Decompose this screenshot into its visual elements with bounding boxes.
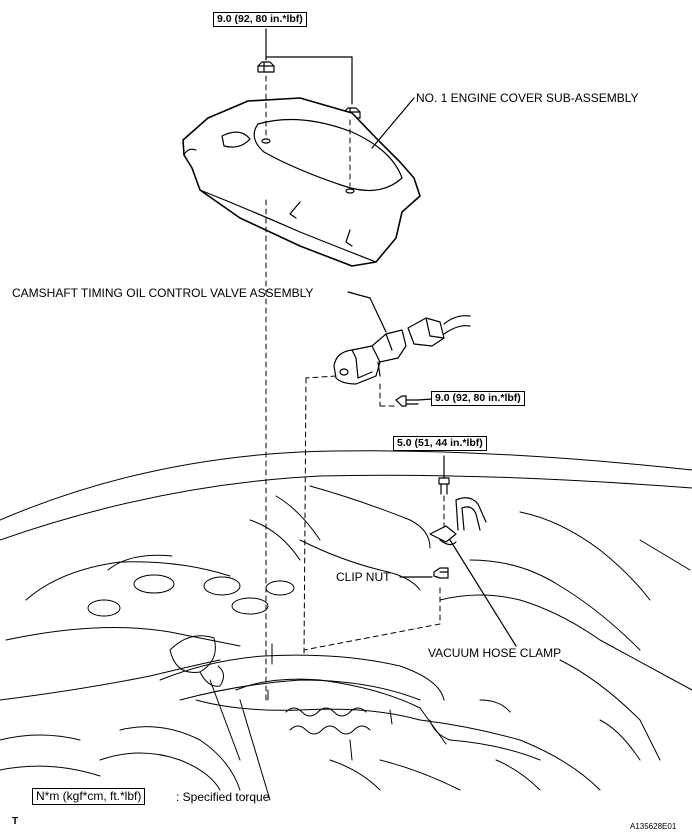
ocv-shape [333,329,407,385]
torque-spec-ocv-bolt: 9.0 (92, 80 in.*lbf) [431,391,525,406]
torque-spec-cover-nuts: 9.0 (92, 80 in.*lbf) [213,12,307,27]
clip-nut [433,567,449,579]
cover-torque-leader [265,28,353,105]
legend-description: : Specified torque [176,790,270,804]
corner-mark: T [12,816,19,827]
ocv-bolt [395,395,433,407]
ocv-connector [407,315,471,347]
figure-id: A135628E01 [630,822,677,831]
label-clip-nut: CLIP NUT [336,570,391,584]
label-vacuum-hose-clamp: VACUUM HOSE CLAMP [428,646,562,660]
hose-clamp-bolt [438,455,450,495]
label-engine-cover: NO. 1 ENGINE COVER SUB-ASSEMBLY [416,91,639,105]
engine-bay-background [0,450,692,801]
label-ocv: CAMSHAFT TIMING OIL CONTROL VALVE ASSEMB… [12,286,314,300]
legend-unit-box: N*m (kgf*cm, ft.*lbf) [32,788,146,805]
engine-cover-shape [182,97,421,267]
vacuum-hose [429,497,487,546]
cover-nut-left [257,61,275,73]
torque-spec-hose-clamp-bolt: 5.0 (51, 44 in.*lbf) [393,436,487,451]
